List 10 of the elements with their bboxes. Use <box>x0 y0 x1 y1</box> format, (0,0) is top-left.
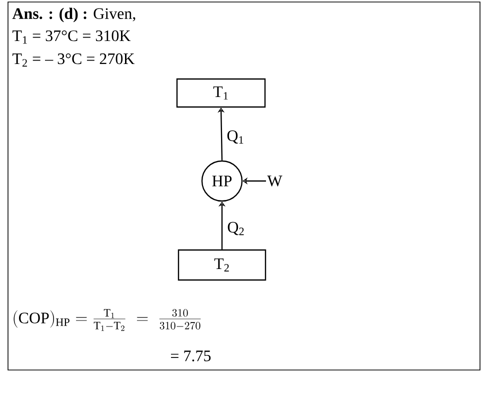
answer-text: T$_{2}$ = – 3°C = 270K <box>12 53 135 67</box>
answer-text: Ans. : (d) : Given, <box>12 8 136 22</box>
reservoir-box: T$_{1}$ <box>176 78 266 108</box>
work-label: W <box>267 176 282 186</box>
edge-label: Q$_{1}$ <box>227 130 244 144</box>
edge-label: Q$_{2}$ <box>228 222 244 236</box>
answer-text: = 7.75 <box>171 350 211 362</box>
formula: $(\mathrm{COP})_{\mathrm{HP}} = \frac{\mathrm{T}_1}{\mathrm{T}_1-\mathrm{T}_2} \;=\; \frac{310}{310-270}$ <box>14 309 201 331</box>
reservoir-box: T$_{2}$ <box>178 249 266 281</box>
answer-text: T$_{1}$ = 37°C = 310K <box>12 30 131 44</box>
